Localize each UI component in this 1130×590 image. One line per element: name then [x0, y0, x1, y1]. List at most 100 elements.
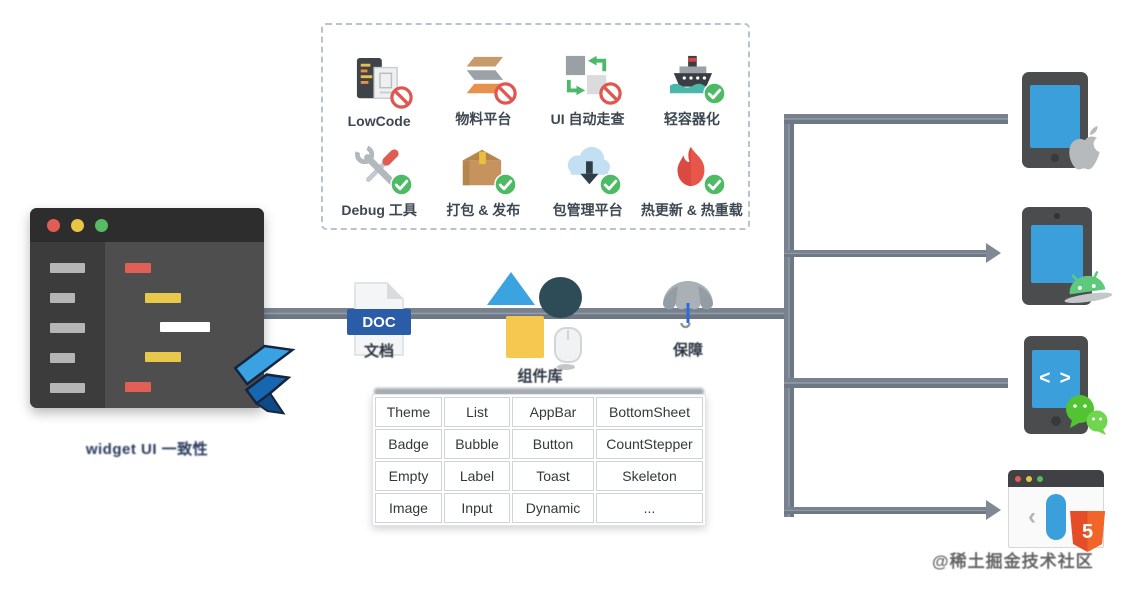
status-ok-icon — [703, 81, 726, 105]
sidebar-file-bar — [50, 323, 85, 333]
capability-label: 打包 & 发布 — [446, 202, 521, 218]
materials-stack-icon — [458, 54, 518, 105]
branch-vertical-line — [784, 114, 794, 517]
cloud-download-icon — [563, 145, 622, 196]
doc-ribbon-text: DOC — [362, 314, 396, 331]
table-cell: BottomSheet — [596, 397, 703, 427]
traffic-light-red-icon — [47, 218, 60, 232]
traffic-light-yellow-icon — [71, 218, 84, 232]
home-button-icon — [1051, 416, 1061, 426]
table-cell: Empty — [375, 461, 442, 491]
capability-label: 热更新 & 热重载 — [640, 202, 743, 218]
table-cell: Image — [375, 493, 442, 523]
capability-item-materials: 物料平台 — [431, 37, 535, 129]
flutter-logo-icon — [233, 344, 296, 415]
debug-tools-icon — [354, 145, 413, 196]
table-cell: Input — [444, 493, 510, 523]
editor-body — [30, 242, 264, 408]
ui-swap-check-icon — [563, 54, 622, 105]
traffic-light-red-icon — [1015, 475, 1021, 482]
code-editor-window — [30, 208, 264, 408]
main-flow-line — [262, 308, 790, 319]
arrowhead-android — [986, 243, 1001, 263]
components-caption: 组件库 — [517, 368, 563, 385]
table-cell: Theme — [375, 397, 442, 427]
android-robot-icon — [1064, 271, 1113, 304]
capability-item-package-release: 打包 & 发布 — [431, 129, 535, 221]
back-chevron-icon: ‹ — [1028, 503, 1036, 530]
branch-line-ios — [784, 114, 1008, 124]
capability-label: LowCode — [347, 112, 411, 129]
browser-titlebar — [1008, 470, 1104, 487]
umbrella-caption: 保障 — [672, 342, 703, 359]
table-cell: Button — [512, 429, 594, 459]
editor-titlebar — [30, 208, 264, 242]
sidebar-file-bar — [50, 383, 85, 393]
capability-item-lowcode: LowCode — [327, 37, 431, 129]
device-screen — [1030, 85, 1080, 148]
shape-square-icon — [506, 316, 544, 358]
apple-logo-icon — [1069, 126, 1100, 170]
package-box-icon — [458, 145, 518, 196]
status-no-icon — [390, 85, 413, 109]
status-no-icon — [494, 81, 518, 105]
editor-caption: widget UI 一致性 — [85, 441, 209, 458]
umbrella-icon — [663, 281, 713, 329]
code-line-bar — [125, 263, 151, 273]
lowcode-icon — [354, 57, 413, 109]
capability-label: Debug 工具 — [341, 202, 417, 218]
table-cell: Bubble — [444, 429, 510, 459]
watermark-text: @稀土掘金技术社区 — [932, 552, 1094, 571]
table-cell: ... — [596, 493, 703, 523]
capability-item-package-platform: 包管理平台 — [536, 129, 640, 221]
capability-label: 轻容器化 — [663, 110, 720, 127]
capability-item-hot-reload: 热更新 & 热重载 — [640, 129, 744, 221]
capability-label: 包管理平台 — [552, 202, 623, 218]
container-ship-icon — [667, 54, 726, 105]
capability-panel: LowCode 物料平台 — [321, 23, 750, 230]
traffic-light-green-icon — [95, 218, 108, 232]
status-ok-icon — [390, 173, 413, 196]
device-screen — [1031, 225, 1083, 283]
camera-dot-icon — [1054, 213, 1060, 219]
code-brackets-glyph: < > — [1039, 368, 1073, 389]
capability-label: 物料平台 — [455, 110, 512, 127]
traffic-light-yellow-icon — [1026, 475, 1032, 482]
traffic-light-green-icon — [1037, 475, 1043, 482]
table-cell: Badge — [375, 429, 442, 459]
branch-line-h5 — [784, 507, 986, 514]
sidebar-file-bar — [50, 353, 75, 363]
status-no-icon — [598, 81, 622, 105]
table-cell: Dynamic — [512, 493, 594, 523]
doc-file-icon: DOC — [347, 282, 411, 356]
capability-item-debug: Debug 工具 — [327, 129, 431, 221]
capability-label: UI 自动走查 — [550, 110, 625, 127]
code-line-bar — [145, 293, 181, 303]
branch-line-android — [784, 250, 986, 257]
shape-triangle-icon — [487, 272, 535, 305]
sidebar-file-bar — [50, 293, 75, 303]
code-line-bar — [125, 382, 151, 392]
sidebar-file-bar — [50, 263, 85, 273]
table-cell: Label — [444, 461, 510, 491]
table-cell: CountStepper — [596, 429, 703, 459]
shape-circle-icon — [539, 277, 582, 318]
status-ok-icon — [494, 173, 518, 196]
html5-shield-icon: 5 — [1070, 511, 1105, 552]
table-cell: AppBar — [512, 397, 594, 427]
table-top-shadow — [374, 388, 704, 395]
device-wechat-phone: < > — [1024, 336, 1088, 434]
arrowhead-h5 — [986, 500, 1001, 520]
table-cell: Toast — [512, 461, 594, 491]
components-table: Theme List AppBar BottomSheet Badge Bubb… — [372, 394, 706, 526]
table-cell: Skeleton — [596, 461, 703, 491]
html5-shield-text: 5 — [1082, 521, 1093, 543]
branch-line-wechat — [784, 378, 1008, 388]
status-ok-icon — [703, 173, 726, 196]
capability-item-container: 轻容器化 — [640, 37, 744, 129]
table-cell: List — [444, 397, 510, 427]
flame-icon — [667, 145, 726, 196]
doc-caption: 文档 — [363, 343, 394, 360]
device-ios-tablet — [1022, 72, 1088, 168]
